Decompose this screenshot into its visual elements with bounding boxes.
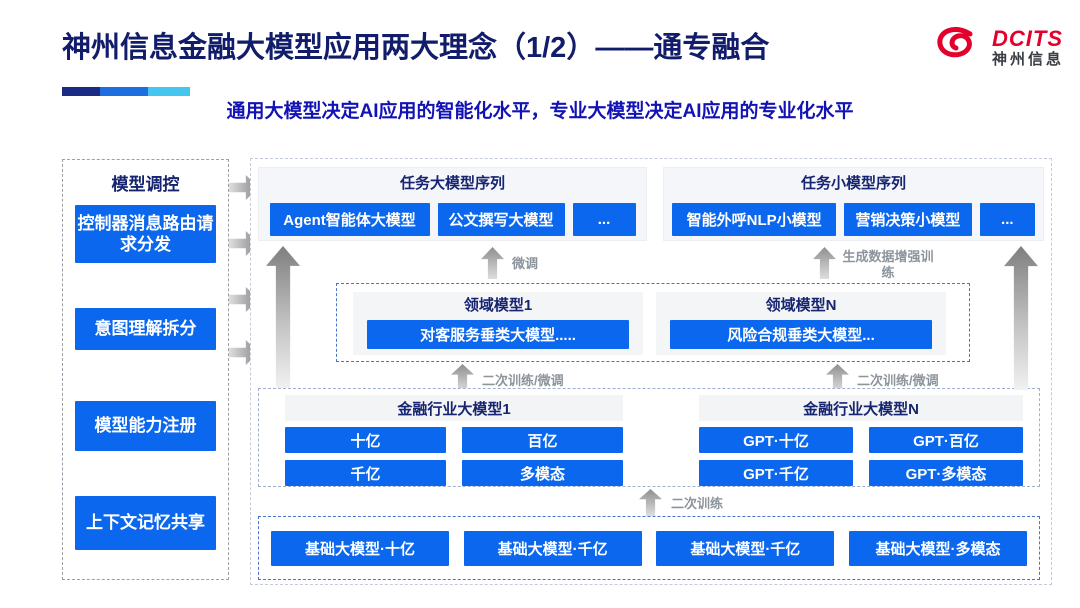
- base-model-container: 基础大模型·十亿 基础大模型·千亿 基础大模型·千亿 基础大模型·多模态: [258, 516, 1040, 580]
- dcits-logo: DCITS 神州信息: [934, 18, 1074, 76]
- model-box-ellipsis: ...: [572, 203, 636, 236]
- model-box-marketing: 营销决策小模型: [844, 203, 972, 236]
- model-chip: GPT·十亿: [699, 427, 853, 453]
- logo-brand-text: DCITS: [992, 25, 1063, 51]
- model-control-title: 模型调控: [111, 175, 180, 194]
- task-large-title: 任务大模型序列: [399, 175, 505, 192]
- label-secondary-training: 二次训练: [671, 496, 724, 511]
- model-chip: 多模态: [462, 460, 623, 486]
- title-accent-bar: [62, 87, 190, 96]
- model-box-nlp-call: 智能外呼NLP小模型: [672, 203, 837, 236]
- domain-group-n: 领域模型N 风险合规垂类大模型...: [656, 292, 946, 355]
- industry-group-1: 金融行业大模型1 十亿 百亿 千亿 多模态: [285, 395, 623, 486]
- model-box-base-1b: 基础大模型·十亿: [271, 530, 449, 566]
- domain-group-1: 领域模型1 对客服务垂类大模型.....: [353, 292, 643, 355]
- domain-model-container: 领域模型1 对客服务垂类大模型..... 领域模型N 风险合规垂类大模型...: [336, 283, 970, 362]
- sidebar-item-router: 控制器消息路由请求分发: [75, 205, 216, 263]
- domain-group-n-title: 领域模型N: [765, 297, 837, 314]
- domain-group-1-title: 领域模型1: [463, 297, 533, 314]
- label-finetune: 微调: [512, 256, 539, 271]
- model-chip: GPT·百亿: [869, 427, 1023, 453]
- label-augment-training: 生成数据增强训练: [842, 249, 934, 280]
- task-small-title: 任务小模型序列: [800, 175, 906, 192]
- model-chip: GPT·千亿: [699, 460, 853, 486]
- label-secondary-finetune-right: 二次训练/微调: [857, 373, 939, 388]
- industry-group-n-title: 金融行业大模型N: [699, 395, 1023, 421]
- page-subtitle: 通用大模型决定AI应用的智能化水平，专业大模型决定AI应用的专业化水平: [226, 101, 854, 122]
- model-chip: GPT·多模态: [869, 460, 1023, 486]
- model-control-panel: 模型调控 控制器消息路由请求分发 意图理解拆分 模型能力注册 上下文记忆共享: [62, 159, 229, 580]
- page-title: 神州信息金融大模型应用两大理念（1/2）——通专融合: [62, 32, 770, 64]
- model-box-document: 公文撰写大模型: [437, 203, 565, 236]
- model-box-base-100b: 基础大模型·千亿: [463, 530, 642, 566]
- model-box-ellipsis: ...: [979, 203, 1035, 236]
- dcits-swirl-icon: [937, 27, 973, 58]
- model-box-risk-compliance: 风险合规垂类大模型...: [670, 320, 932, 349]
- model-chip: 千亿: [285, 460, 446, 486]
- industry-model-container: 金融行业大模型1 十亿 百亿 千亿 多模态 金融行业大模型N GPT·十亿 GP…: [258, 388, 1040, 487]
- model-chip: 十亿: [285, 427, 446, 453]
- accent-segment-navy: [62, 87, 100, 96]
- sidebar-item-register: 模型能力注册: [75, 401, 216, 451]
- model-chip: 百亿: [462, 427, 623, 453]
- task-small-model-group: 任务小模型序列 智能外呼NLP小模型 营销决策小模型 ...: [663, 167, 1044, 241]
- model-box-base-multimodal: 基础大模型·多模态: [848, 530, 1027, 566]
- industry-group-n: 金融行业大模型N GPT·十亿 GPT·百亿 GPT·千亿 GPT·多模态: [699, 395, 1023, 486]
- model-box-base-100b-2: 基础大模型·千亿: [656, 530, 835, 566]
- industry-group-1-title: 金融行业大模型1: [285, 395, 623, 421]
- sidebar-item-intent: 意图理解拆分: [75, 308, 216, 350]
- sidebar-item-context: 上下文记忆共享: [75, 496, 216, 550]
- model-box-agent: Agent智能体大模型: [269, 203, 430, 236]
- accent-segment-cyan: [148, 87, 190, 96]
- task-large-model-group: 任务大模型序列 Agent智能体大模型 公文撰写大模型 ...: [258, 167, 647, 241]
- model-box-customer-service: 对客服务垂类大模型.....: [367, 320, 629, 349]
- label-secondary-finetune-left: 二次训练/微调: [482, 373, 564, 388]
- logo-brand-cn: 神州信息: [992, 50, 1065, 68]
- accent-segment-blue: [100, 87, 148, 96]
